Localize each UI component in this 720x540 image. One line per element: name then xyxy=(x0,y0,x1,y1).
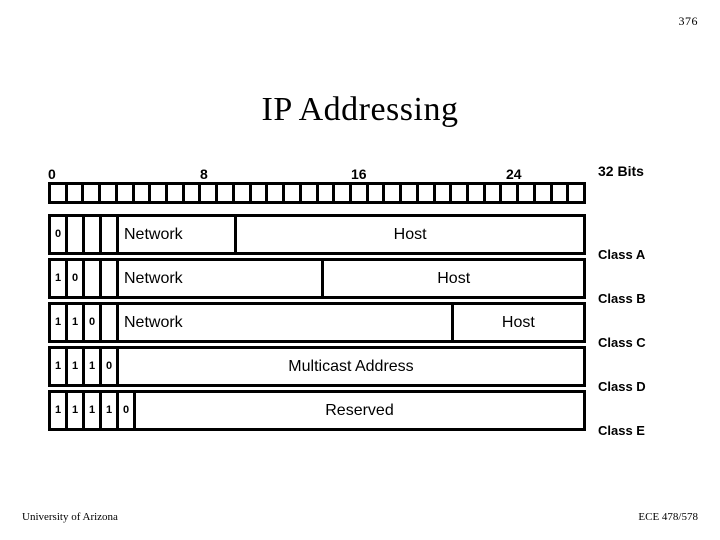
ruler-cell-9 xyxy=(201,185,216,201)
class-row-a: 0 Network Host xyxy=(48,214,586,255)
class-caption-d: Class D xyxy=(598,378,646,394)
ruler-cell-14 xyxy=(285,185,299,201)
empty-bit-cell xyxy=(85,261,99,296)
ruler-cell-17 xyxy=(335,185,349,201)
class-caption-c: Class C xyxy=(598,334,646,350)
field-segment-host: Host xyxy=(324,261,583,296)
page-title: IP Addressing xyxy=(261,90,459,128)
empty-bit-cell xyxy=(102,261,116,296)
ruler-cell-13 xyxy=(268,185,283,201)
prefix-bit-cell: 1 xyxy=(68,393,82,428)
field-label: Network xyxy=(124,269,183,287)
ruler-cell-6 xyxy=(151,185,166,201)
prefix-bit-cell: 1 xyxy=(51,393,65,428)
field-label: Host xyxy=(437,269,471,287)
field-label: Network xyxy=(124,313,183,331)
ruler-cell-11 xyxy=(234,185,249,201)
prefix-bit-cell: 0 xyxy=(68,261,82,296)
ruler-cell-10 xyxy=(218,185,232,201)
prefix-bit-cell: 1 xyxy=(51,305,65,340)
prefix-bit-cell: 1 xyxy=(68,305,82,340)
ruler-cell-16 xyxy=(318,185,333,201)
ruler-cell-4 xyxy=(117,185,132,201)
prefix-bit-cell: 0 xyxy=(51,217,65,252)
ruler-cell-5 xyxy=(134,185,149,201)
bit-ruler xyxy=(48,182,586,204)
ruler-cell-22 xyxy=(418,185,433,201)
field-segment-network: Network xyxy=(119,261,322,296)
class-caption-b: Class B xyxy=(598,290,646,306)
field-label: Network xyxy=(124,225,183,243)
ruler-cell-19 xyxy=(368,185,383,201)
empty-bit-cell xyxy=(102,217,116,252)
field-segment-reserved: Reserved xyxy=(136,393,583,428)
field-label: Reserved xyxy=(325,401,394,419)
scale-tick-8: 8 xyxy=(200,166,208,182)
scale-label-32-bits: 32 Bits xyxy=(598,163,644,179)
field-segment-host: Host xyxy=(237,217,583,252)
ruler-cell-0 xyxy=(51,185,65,201)
page-number: 376 xyxy=(678,14,698,28)
prefix-bit-cell: 1 xyxy=(68,349,82,384)
prefix-bit-cell: 0 xyxy=(119,393,133,428)
ruler-cell-18 xyxy=(351,185,366,201)
bit-scale-labels: 0 8 16 24 xyxy=(48,160,586,182)
empty-bit-cell xyxy=(102,305,116,340)
scale-tick-0: 0 xyxy=(48,166,56,182)
ruler-cell-23 xyxy=(435,185,450,201)
scale-tick-24: 24 xyxy=(506,166,522,182)
prefix-bit-cell: 0 xyxy=(102,349,116,384)
field-segment-network: Network xyxy=(119,217,235,252)
field-label: Host xyxy=(501,313,535,331)
ruler-cell-20 xyxy=(385,185,400,201)
field-segment-multicast: Multicast Address xyxy=(119,349,583,384)
scale-tick-16: 16 xyxy=(351,166,367,182)
ruler-cell-21 xyxy=(402,185,416,201)
ruler-cell-12 xyxy=(251,185,266,201)
empty-bit-cell xyxy=(85,217,99,252)
field-segment-host: Host xyxy=(453,305,583,340)
empty-bit-cell xyxy=(68,217,82,252)
ruler-cell-7 xyxy=(168,185,182,201)
ruler-cell-26 xyxy=(485,185,500,201)
prefix-bit-cell: 1 xyxy=(85,393,99,428)
prefix-bit-cell: 1 xyxy=(51,261,65,296)
class-caption-column: Class A Class B Class C Class D Class E xyxy=(598,232,718,452)
ruler-cell-3 xyxy=(101,185,115,201)
class-caption-a: Class A xyxy=(598,246,646,262)
ruler-cell-2 xyxy=(84,185,99,201)
ruler-cell-1 xyxy=(67,185,82,201)
footer-institution: University of Arizona xyxy=(22,511,118,523)
ruler-cell-25 xyxy=(468,185,483,201)
prefix-bit-cell: 0 xyxy=(85,305,99,340)
ruler-cell-24 xyxy=(452,185,466,201)
prefix-bit-cell: 1 xyxy=(51,349,65,384)
ruler-cell-15 xyxy=(301,185,316,201)
ruler-cell-8 xyxy=(184,185,199,201)
ruler-cell-30 xyxy=(552,185,567,201)
prefix-bit-cell: 1 xyxy=(85,349,99,384)
ruler-cell-27 xyxy=(502,185,517,201)
prefix-bit-cell: 1 xyxy=(102,393,116,428)
ruler-cell-31 xyxy=(569,185,583,201)
ruler-cell-29 xyxy=(535,185,550,201)
class-caption-e: Class E xyxy=(598,422,645,438)
footer-course: ECE 478/578 xyxy=(638,511,698,523)
ruler-cell-28 xyxy=(519,185,533,201)
field-label: Multicast Address xyxy=(288,357,414,375)
field-label: Host xyxy=(393,225,427,243)
field-segment-network: Network xyxy=(119,305,451,340)
